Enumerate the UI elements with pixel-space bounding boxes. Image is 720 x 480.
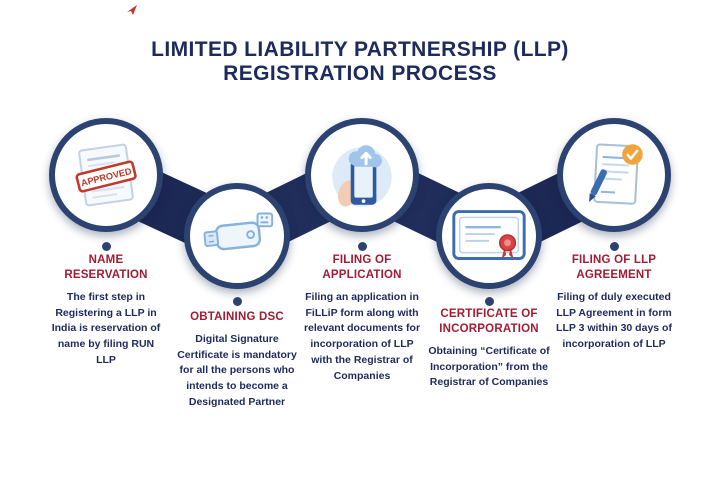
cloud-upload-phone-icon: [332, 145, 392, 207]
step-title: NAME RESERVATION: [64, 254, 148, 281]
step-filing-llp-agreement: FILING OF LLP AGREEMENT Filing of duly e…: [555, 253, 673, 353]
step-description: Filing of duly executed LLP Agreement in…: [556, 290, 672, 351]
step-circle-name-reservation: APPROVED: [49, 118, 163, 232]
step-description: Obtaining “Certificate of Incorporation”…: [428, 344, 550, 389]
step-filing-application: FILING OF APPLICATION Filing an applicat…: [299, 253, 425, 384]
step-description: Digital Signature Certificate is mandato…: [177, 332, 297, 408]
usb-dsc-token-icon: [203, 212, 274, 251]
step-circle-obtaining-dsc: [184, 183, 290, 289]
certificate-ribbon-icon: [452, 210, 526, 260]
step-name-reservation: NAME RESERVATION The first step in Regis…: [50, 253, 162, 369]
step-title: FILING OF APPLICATION: [322, 254, 402, 281]
step-description: The first step in Registering a LLP in I…: [51, 290, 161, 366]
connector-dot: [610, 242, 619, 251]
decorative-red-mark: [127, 5, 137, 15]
step-circle-certificate-incorporation: [436, 183, 542, 289]
connector-dot: [233, 297, 242, 306]
step-title: FILING OF LLP AGREEMENT: [571, 254, 657, 281]
step-certificate-incorporation: CERTIFICATE OF INCORPORATION Obtaining “…: [428, 307, 550, 391]
connector-dot: [102, 242, 111, 251]
approved-stamp-icon: APPROVED: [75, 143, 137, 207]
step-circle-filing-llp-agreement: [557, 118, 671, 232]
step-circle-filing-application: [305, 118, 419, 232]
page-title: LIMITED LIABILITY PARTNERSHIP (LLP) REGI…: [151, 38, 569, 85]
connector-dot: [485, 297, 494, 306]
step-title: OBTAINING DSC: [190, 311, 284, 323]
step-obtaining-dsc: OBTAINING DSC Digital Signature Certific…: [176, 310, 298, 411]
step-description: Filing an application in FiLLiP form alo…: [303, 290, 421, 382]
connector-dot: [358, 242, 367, 251]
step-title: CERTIFICATE OF INCORPORATION: [439, 308, 539, 335]
signed-agreement-icon: [589, 143, 643, 205]
